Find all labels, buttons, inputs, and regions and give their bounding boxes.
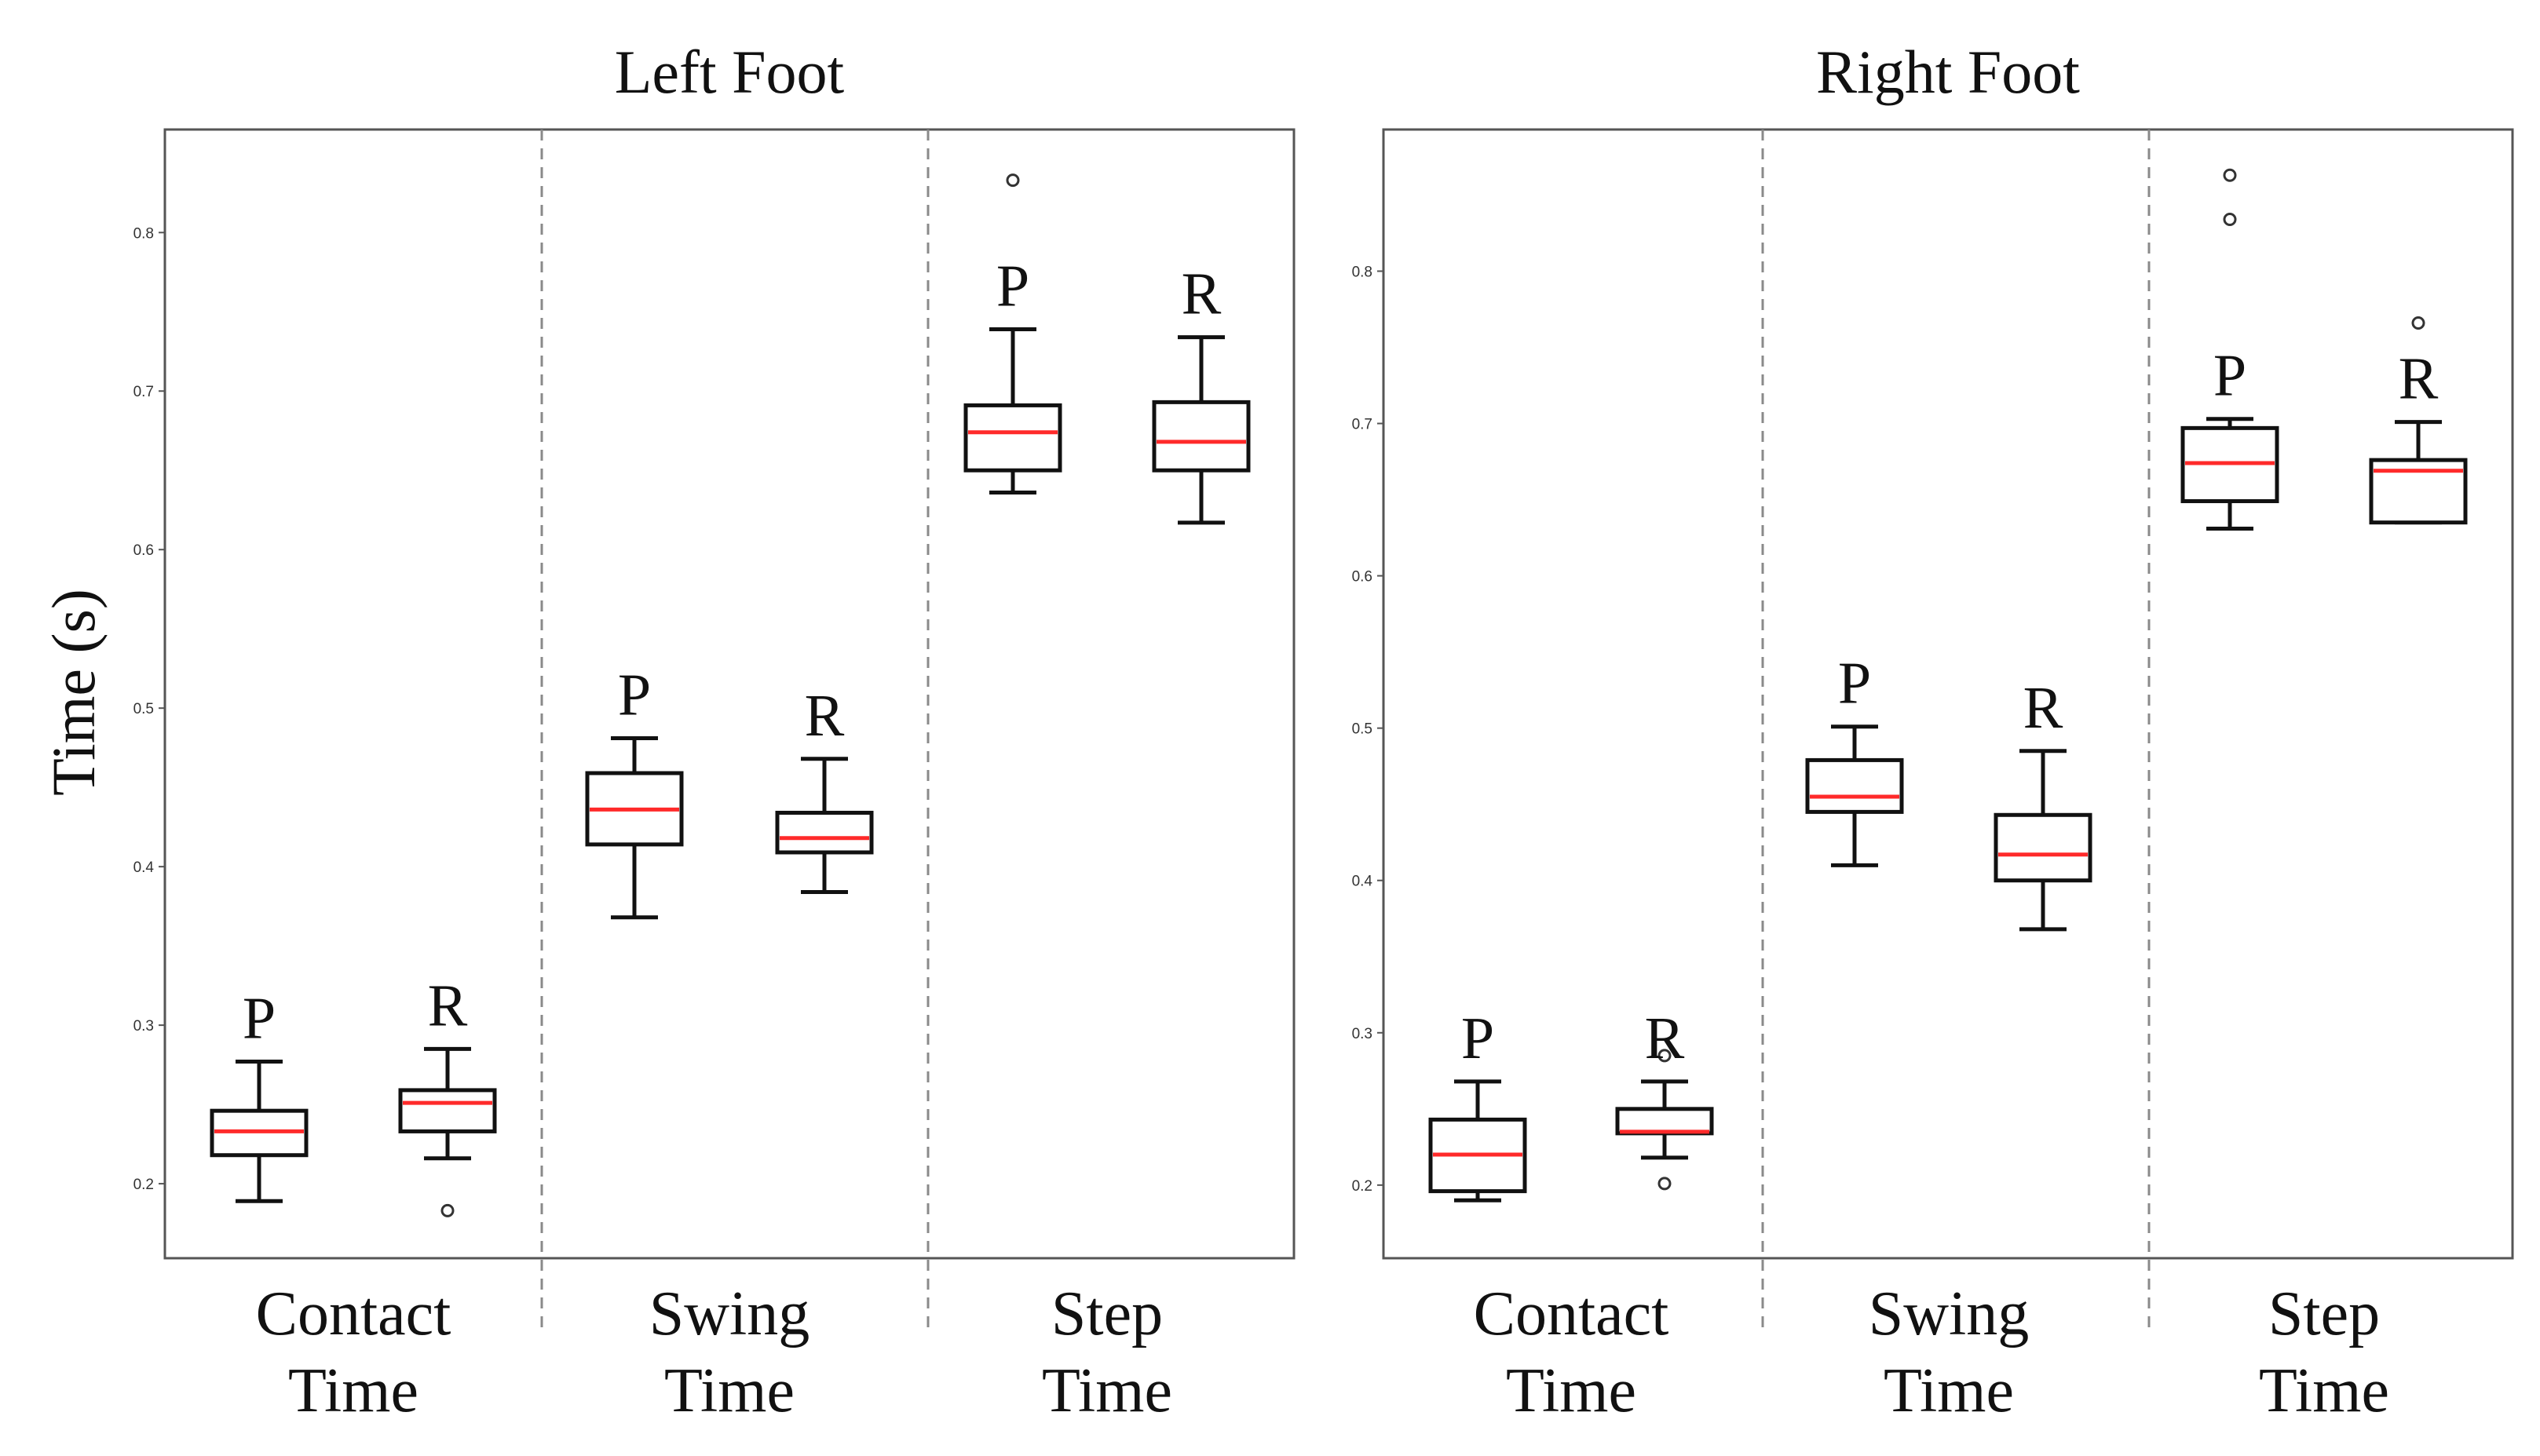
iqr-box	[775, 810, 874, 855]
box-r: R	[1615, 1005, 1714, 1191]
category-label-line: Time	[664, 1356, 795, 1425]
panel-title: Right Foot	[1816, 38, 2080, 106]
y-tick-label: 0.7	[1352, 417, 1372, 433]
category-label-line: Time	[2259, 1356, 2389, 1425]
category-label-line: Step	[1051, 1279, 1163, 1348]
outlier-point	[1657, 1049, 1672, 1063]
box-p: P	[2180, 168, 2279, 531]
outlier-point	[2223, 168, 2237, 182]
iqr-box	[1615, 1107, 1714, 1136]
box-label: P	[996, 253, 1029, 319]
iqr-box	[398, 1088, 497, 1133]
y-tick-label: 0.7	[133, 384, 154, 400]
outlier-point	[2223, 212, 2237, 226]
y-axis-label: Time (s)	[39, 589, 108, 796]
iqr-box	[1994, 812, 2092, 883]
box-label: P	[1838, 651, 1871, 717]
outlier-point	[1006, 173, 1020, 188]
y-tick-label: 0.8	[1352, 264, 1372, 280]
box-p: P	[1428, 1005, 1527, 1202]
category-label-line: Swing	[649, 1279, 810, 1348]
box-label: P	[243, 986, 276, 1052]
plot-frame	[163, 128, 1296, 1260]
box-r: R	[398, 972, 497, 1217]
box-label: P	[1461, 1005, 1494, 1071]
y-tick-label: 0.6	[1352, 569, 1372, 586]
y-tick-label: 0.2	[133, 1177, 154, 1193]
category-label-line: Swing	[1869, 1279, 2030, 1348]
category-label-line: Time	[1884, 1356, 2014, 1425]
panel-title: Left Foot	[615, 38, 845, 106]
box-r: R	[1994, 675, 2092, 932]
plot-frame	[1382, 128, 2514, 1260]
y-tick-label: 0.8	[133, 225, 154, 242]
category-label-line: Contact	[1474, 1279, 1669, 1348]
box-label: R	[2399, 346, 2439, 412]
y-tick-label: 0.6	[133, 542, 154, 559]
box-p: P	[963, 173, 1062, 495]
box-r: R	[775, 683, 874, 894]
y-tick-label: 0.5	[133, 701, 154, 717]
box-r: R	[2369, 316, 2468, 525]
box-p: P	[210, 986, 309, 1203]
box-r: R	[1152, 261, 1251, 525]
box-label: R	[1182, 261, 1222, 327]
category-label-line: Time	[1042, 1356, 1172, 1425]
y-tick-label: 0.3	[1352, 1026, 1372, 1042]
iqr-box	[1805, 757, 1904, 814]
box-label: P	[618, 662, 651, 728]
iqr-box	[963, 403, 1062, 473]
y-tick-label: 0.4	[1352, 874, 1373, 890]
box-label: R	[805, 683, 845, 749]
category-label-line: Contact	[256, 1279, 451, 1348]
outlier-point	[1657, 1177, 1672, 1191]
category-label-line: Time	[288, 1356, 418, 1425]
y-tick-label: 0.4	[133, 859, 155, 876]
outlier-point	[440, 1203, 455, 1217]
y-tick-label: 0.5	[1352, 721, 1372, 738]
box-label: R	[428, 972, 468, 1038]
category-label-line: Step	[2268, 1279, 2380, 1348]
outlier-point	[2411, 316, 2425, 330]
category-label-line: Time	[1506, 1356, 1636, 1425]
box-label: P	[2213, 343, 2246, 409]
y-tick-label: 0.2	[1352, 1178, 1372, 1195]
box-p: P	[585, 662, 684, 920]
box-label: R	[2023, 675, 2063, 741]
y-tick-label: 0.3	[133, 1018, 154, 1035]
box-label: R	[1645, 1005, 1685, 1071]
iqr-box	[1152, 400, 1251, 473]
box-p: P	[1805, 651, 1904, 867]
